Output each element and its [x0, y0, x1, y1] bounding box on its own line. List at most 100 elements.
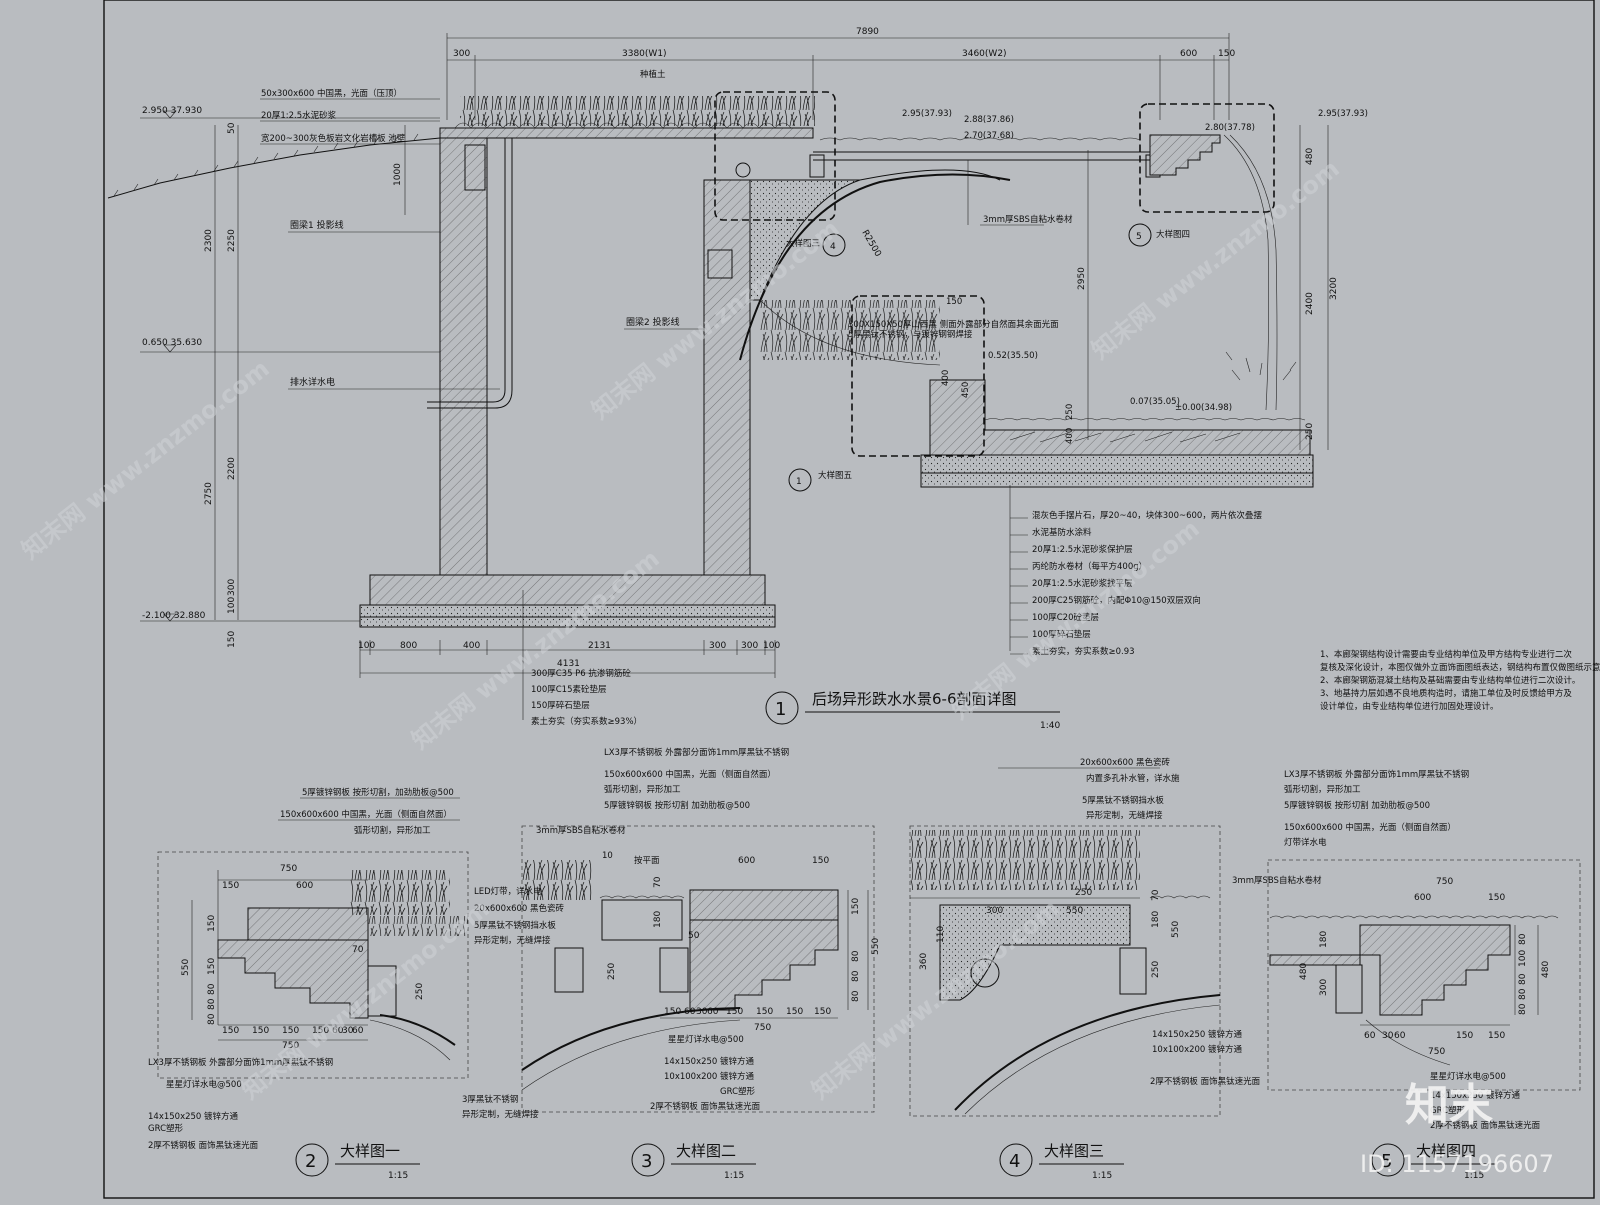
- dim: 150: [756, 1007, 773, 1017]
- dim: 550: [1066, 906, 1083, 916]
- dim-right: 3200: [1329, 277, 1339, 300]
- label: LX3厚不锈钢板 外露部分面饰1mm厚黑钛不锈钢: [1284, 769, 1469, 780]
- label: 150x600x600 中国黑，光面（侧面自然面）: [280, 809, 452, 820]
- label: 3mm厚SBS自粘水卷材: [1232, 875, 1322, 886]
- label: 14x150x250 镀锌方通: [664, 1056, 755, 1067]
- detail-title: 大样图四: [1416, 1142, 1476, 1160]
- callout-number: 4: [830, 242, 836, 252]
- dim-left: 50: [227, 122, 237, 134]
- dim-bottom: 300: [709, 641, 726, 651]
- label: 圈梁2 投影线: [626, 316, 680, 328]
- dim: 550: [181, 959, 191, 976]
- label: 3mm厚SBS自粘水卷材: [536, 825, 626, 836]
- label: 5厚镀锌钢板 按形切割 加劲肋板@500: [1284, 800, 1430, 811]
- detail-scale: 1:15: [388, 1171, 408, 1181]
- label: 14x150x250 镀锌方通: [1430, 1090, 1521, 1101]
- dim-top: 300: [453, 49, 470, 59]
- dim-detail: 450: [961, 382, 971, 398]
- label: 150x600x600 中国黑，光面（侧面自然面）: [1284, 822, 1456, 833]
- dim-left: 2200: [227, 457, 237, 480]
- dim: 30: [696, 1007, 708, 1017]
- detail-number: 2: [305, 1151, 316, 1172]
- dim: 60: [684, 1007, 696, 1017]
- dim: 150: [812, 856, 829, 866]
- elevation: 2.80(37.78): [1205, 123, 1255, 133]
- dim: 30: [342, 1026, 354, 1036]
- dim-detail: 400: [1065, 428, 1075, 444]
- label: 20厚1:2.5水泥砂浆: [261, 110, 337, 121]
- dim-right: 2950: [1077, 267, 1087, 290]
- elevation: 2.70(37.68): [964, 131, 1014, 141]
- label: 20x600x600 黑色瓷砖: [474, 903, 565, 914]
- label: 异形定制，无缝焊接: [462, 1109, 539, 1120]
- detail-number: 4: [1009, 1151, 1020, 1172]
- detail-title: 大样图一: [340, 1142, 400, 1160]
- label: 10x100x200 镀锌方通: [664, 1071, 755, 1082]
- dim: 70: [352, 945, 364, 955]
- dim: 150: [726, 1007, 743, 1017]
- dim-left: 1000: [393, 163, 403, 186]
- label: LX3厚不锈钢板 外露部分面饰1mm厚黑钛不锈钢: [604, 747, 789, 758]
- layer-label: 100厚碎石垫层: [1032, 629, 1091, 640]
- dim: 110: [936, 926, 946, 943]
- dim: 80: [1518, 1003, 1528, 1015]
- dim: 750: [754, 1023, 771, 1033]
- layer-label: 素土夯实，夯实系数≥0.93: [1032, 646, 1135, 657]
- label: 2厚不锈钢板 面饰黑钛速光面: [1430, 1120, 1541, 1131]
- dim: 750: [282, 1041, 299, 1051]
- label: R2500: [859, 229, 882, 259]
- detail-title: 大样图三: [1044, 1142, 1104, 1160]
- label: 星星灯详水电@500: [1430, 1071, 1506, 1082]
- label: 10x100x200 镀锌方通: [1152, 1044, 1243, 1055]
- dim: 10: [602, 851, 613, 861]
- label: 大样图四: [1156, 229, 1190, 240]
- dim-right: 250: [1305, 423, 1315, 440]
- label: 300X150X50厚山西黑 侧面外露部分自然面其余面光面: [848, 319, 1059, 330]
- label: 5厚镀锌钢板 按形切割 加劲肋板@500: [604, 800, 750, 811]
- dim: 250: [415, 983, 425, 1000]
- dim: 50: [688, 931, 700, 941]
- dim: 180: [653, 911, 663, 928]
- dim-detail: 150: [946, 297, 962, 307]
- dim: 750: [1428, 1047, 1445, 1057]
- dim: 80: [1518, 933, 1528, 945]
- dim: 150: [252, 1026, 269, 1036]
- dim: 60: [707, 1007, 719, 1017]
- dim-left: 2250: [227, 229, 237, 252]
- dim: 150: [222, 1026, 239, 1036]
- elevation: ±0.00(34.98): [1175, 403, 1232, 413]
- dim: 360: [919, 953, 929, 970]
- dim: 250: [1075, 888, 1092, 898]
- dim: 300: [1319, 979, 1329, 996]
- elevation: 0.650 35.630: [142, 338, 202, 348]
- dim: 480: [1299, 963, 1309, 980]
- dim: 80: [207, 983, 217, 995]
- dim: 180: [1151, 911, 1161, 928]
- dim: 100: [1518, 950, 1528, 967]
- dim-bottom: 300: [741, 641, 758, 651]
- dim: 150: [222, 881, 239, 891]
- dim: 60: [1394, 1031, 1406, 1041]
- detail-number: 5: [1381, 1151, 1392, 1172]
- planting-grass: [460, 96, 815, 126]
- label: 宽200~300灰色板岩文化岩槽板 池壁: [261, 133, 406, 144]
- label: GRC塑形: [720, 1087, 756, 1097]
- label: 14x150x250 镀锌方通: [148, 1111, 239, 1122]
- title-number: 1: [775, 699, 786, 720]
- dim: 150: [207, 958, 217, 975]
- layer-label: 混灰色手摆片石，厚20~40，块体300~600，两片依次叠摆: [1032, 510, 1262, 521]
- dim-bottom: 100: [763, 641, 780, 651]
- label: 星星灯详水电@500: [668, 1034, 744, 1045]
- layer-label: 150厚碎石垫层: [531, 700, 590, 711]
- label: 2厚不锈钢板 面饰黑钛速光面: [650, 1101, 761, 1112]
- dim: 150: [1488, 1031, 1505, 1041]
- dim: 80: [207, 1013, 217, 1025]
- layer-label: 丙纶防水卷材（每平方400g）: [1032, 561, 1147, 572]
- layer-label: 100厚C15素砼垫层: [531, 684, 606, 695]
- label: GRC塑形: [148, 1124, 184, 1134]
- label: 异形定制，无缝焊接: [474, 935, 551, 946]
- label: 大样图五: [818, 470, 853, 481]
- layer-label: 200厚C25钢筋砼，内配Φ10@150双层双向: [1032, 595, 1201, 606]
